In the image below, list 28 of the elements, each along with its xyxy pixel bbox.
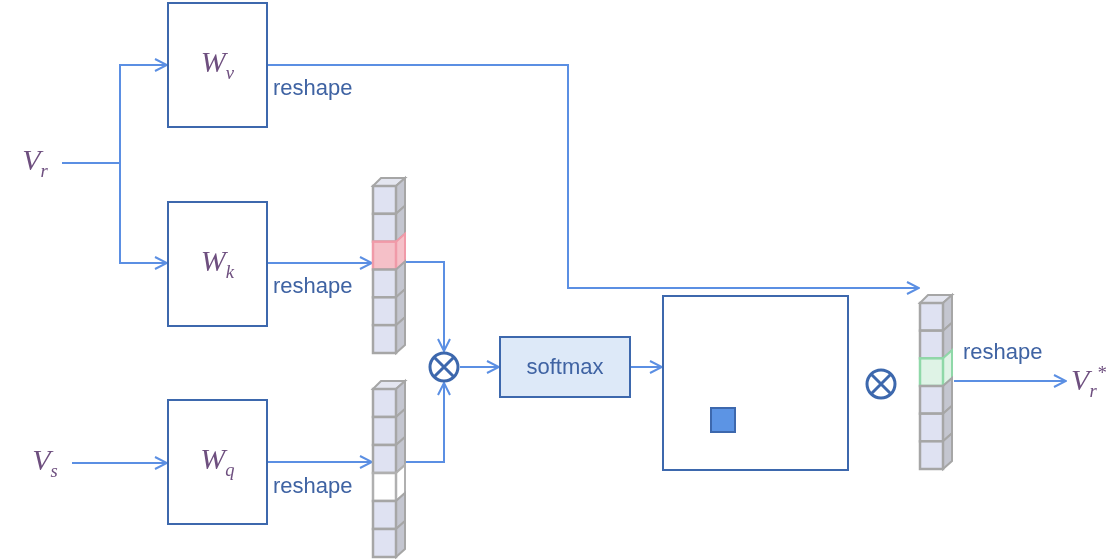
math-symbol: W$_{q}$ (200, 444, 235, 480)
attention-map-box (662, 295, 849, 471)
edge-label: reshape (272, 274, 354, 299)
arrow (267, 455, 373, 469)
math-symbol: W$_{k}$ (200, 246, 235, 282)
arrow (630, 360, 663, 374)
arrow (267, 64, 920, 295)
weight-matrix-box (167, 201, 268, 327)
math-symbol: W$_{v}$ (200, 47, 235, 83)
edge-label: reshape (272, 474, 354, 499)
multiply-symbol (428, 351, 460, 383)
arrow (405, 382, 451, 463)
arrow (267, 256, 373, 270)
vector-column (372, 178, 406, 353)
edge-label: reshape (272, 76, 354, 101)
arrow (953, 374, 1067, 388)
arrow (61, 162, 168, 270)
node-label: softmax (526, 354, 604, 380)
vector-column (372, 381, 406, 557)
softmax-box (499, 336, 631, 398)
math-symbol: V$_{r}$ (22, 145, 48, 181)
weight-matrix-box (167, 399, 268, 525)
math-symbol: V$_{s}$ (32, 445, 58, 481)
arrow (459, 360, 500, 374)
edge-label: reshape (962, 340, 1044, 365)
arrow (405, 261, 451, 352)
weight-matrix-box (167, 2, 268, 128)
arrow (71, 456, 168, 470)
